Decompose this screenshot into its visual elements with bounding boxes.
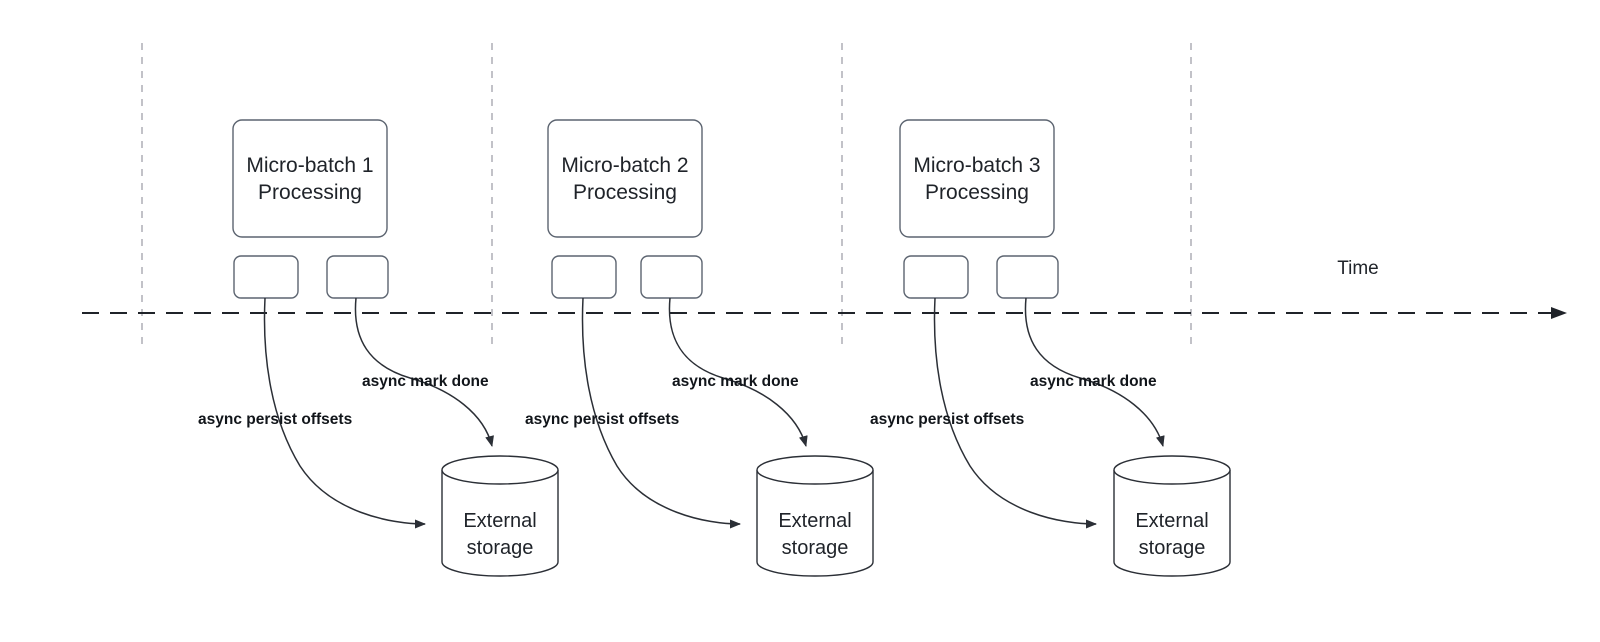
external-storage-2-label-line1: External <box>778 510 851 532</box>
persist-offsets-arrow-3 <box>933 297 1097 529</box>
external-storage-1-top <box>441 455 559 485</box>
micro-batch-2-label-line1: Micro-batch 2 <box>561 154 688 177</box>
micro-batch-1-label-line1: Micro-batch 1 <box>246 154 373 177</box>
external-storage-2[interactable]: External storage <box>756 455 874 577</box>
task-box-2-left[interactable] <box>551 255 617 299</box>
external-storage-2-label-line2: storage <box>782 537 849 559</box>
external-storage-1-label-line1: External <box>463 510 536 532</box>
time-axis-label: Time <box>1337 258 1379 279</box>
group-2: Micro-batch 2 Processing async persist o… <box>525 119 874 577</box>
mark-done-arrow-1 <box>354 297 494 447</box>
task-box-1-right[interactable] <box>326 255 389 299</box>
mark-done-label-1: async mark done <box>362 373 489 390</box>
external-storage-1-body <box>441 470 559 577</box>
micro-batch-3-label-line2: Processing <box>925 181 1029 204</box>
persist-offsets-label-2: async persist offsets <box>525 411 679 428</box>
external-storage-1-label-line2: storage <box>467 537 534 559</box>
external-storage-2-top <box>756 455 874 485</box>
task-box-3-left[interactable] <box>903 255 969 299</box>
micro-batch-3-box[interactable] <box>899 119 1055 238</box>
mark-done-label-2: async mark done <box>672 373 799 390</box>
group-3: Micro-batch 3 Processing async persist o… <box>870 119 1231 577</box>
task-box-2-right[interactable] <box>640 255 703 299</box>
mark-done-arrow-3 <box>1024 297 1165 447</box>
external-storage-1[interactable]: External storage <box>441 455 559 577</box>
task-box-3-right[interactable] <box>996 255 1059 299</box>
persist-offsets-label-3: async persist offsets <box>870 411 1024 428</box>
micro-batch-2-box[interactable] <box>547 119 703 238</box>
group-1: Micro-batch 1 Processing async persist o… <box>198 119 559 577</box>
micro-batch-1-box[interactable] <box>232 119 388 238</box>
persist-offsets-arrow-2 <box>581 297 741 529</box>
external-storage-3-top <box>1113 455 1231 485</box>
micro-batch-1-label-line2: Processing <box>258 181 362 204</box>
external-storage-3-body <box>1113 470 1231 577</box>
mark-done-arrow-2 <box>668 297 808 447</box>
external-storage-3-label-line2: storage <box>1139 537 1206 559</box>
micro-batch-3-label-line1: Micro-batch 3 <box>913 154 1040 177</box>
external-storage-2-body <box>756 470 874 577</box>
task-box-1-left[interactable] <box>233 255 299 299</box>
persist-offsets-label-1: async persist offsets <box>198 411 352 428</box>
persist-offsets-arrow-1 <box>263 297 426 529</box>
micro-batch-2-label-line2: Processing <box>573 181 677 204</box>
mark-done-label-3: async mark done <box>1030 373 1157 390</box>
external-storage-3-label-line1: External <box>1135 510 1208 532</box>
external-storage-3[interactable]: External storage <box>1113 455 1231 577</box>
